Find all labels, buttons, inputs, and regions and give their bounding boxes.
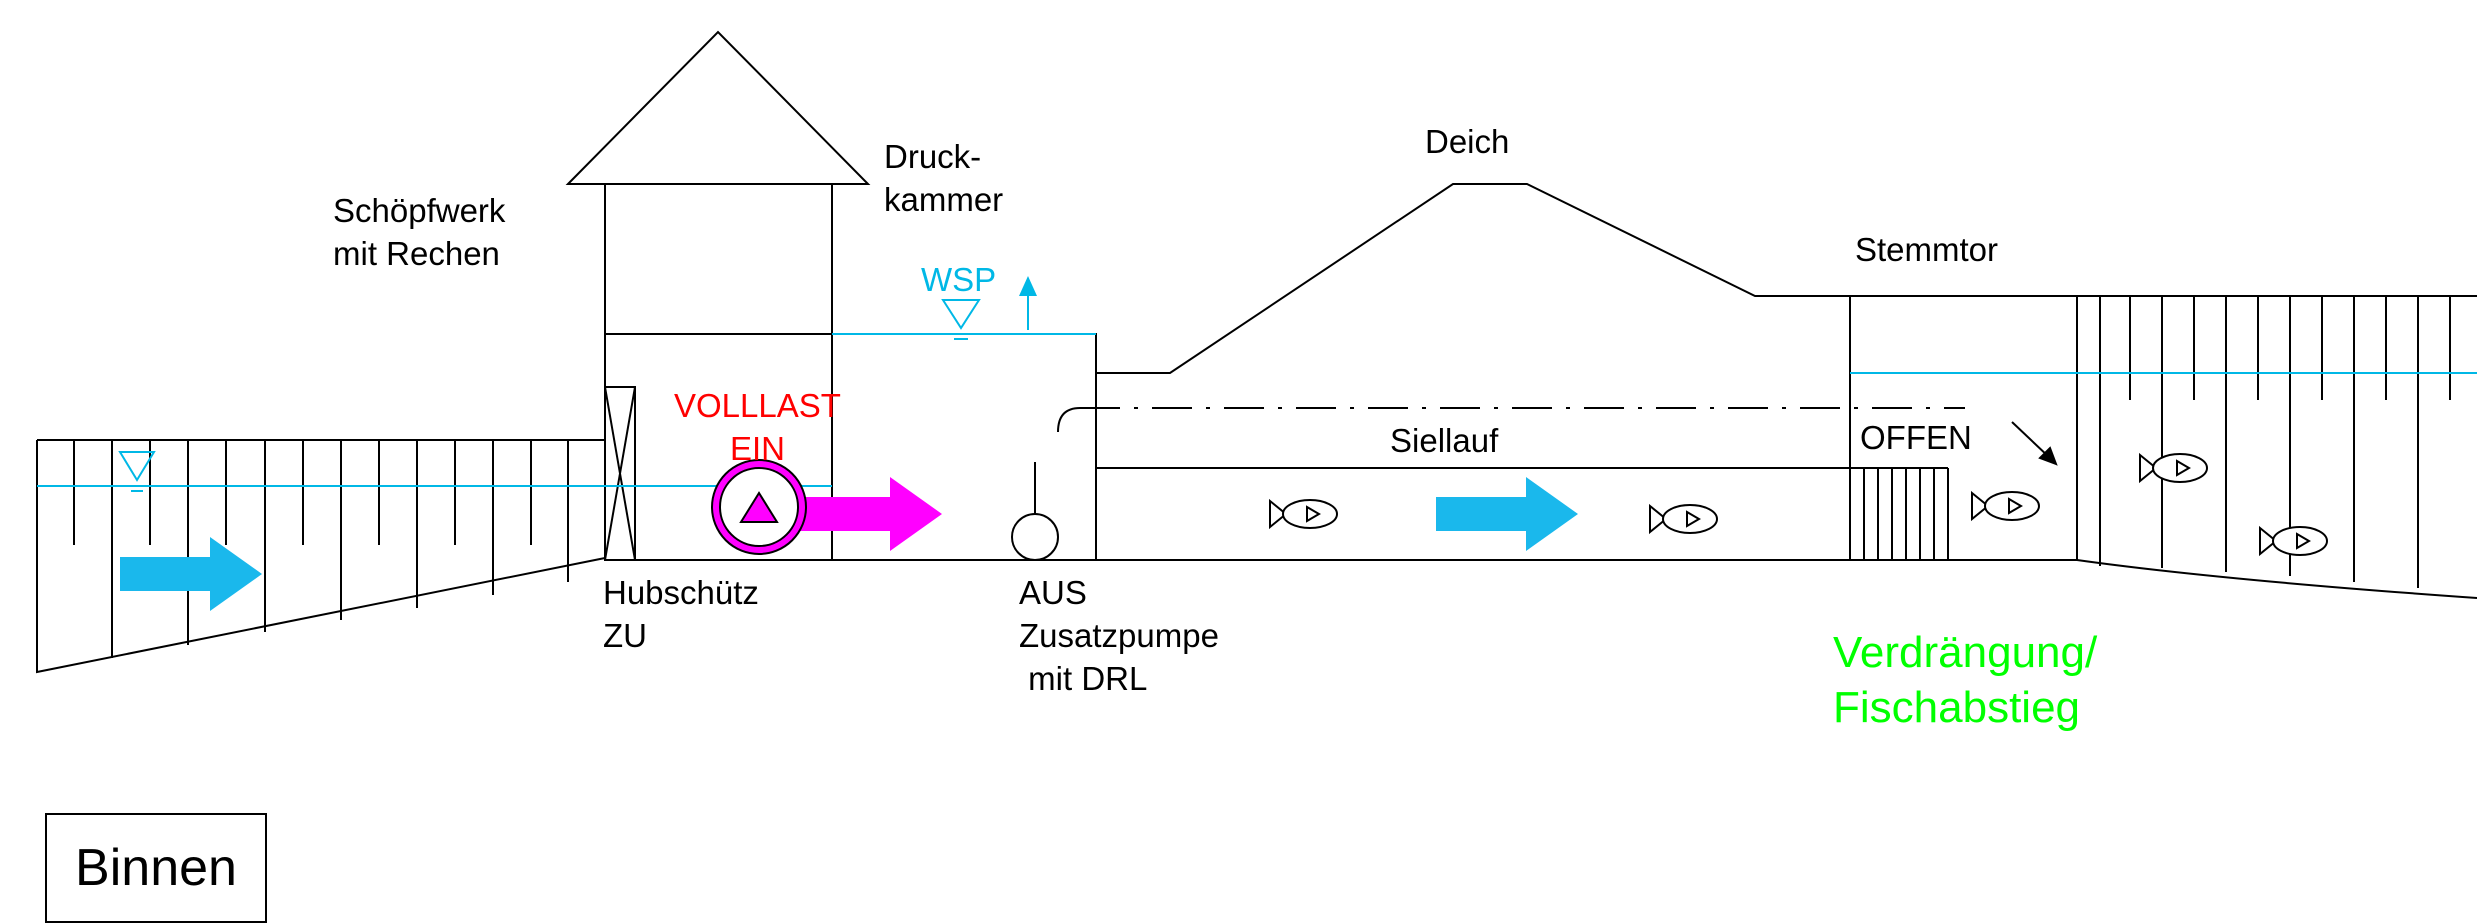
label-verdraengung: Verdrängung/ Fischabstieg: [1833, 628, 2098, 732]
label-zusatzpumpe: AUS Zusatzpumpe mit DRL: [1019, 574, 1219, 697]
flow-arrow-icon: [1436, 477, 1578, 551]
label-wsp: WSP: [921, 261, 997, 298]
pump-house: [604, 183, 833, 561]
water-level-icon: [118, 451, 156, 482]
fish-icon: [1971, 490, 2040, 522]
pump-flow-arrow-icon: [790, 477, 942, 551]
label-binnen: Binnen: [45, 813, 267, 923]
inland-channel: [36, 440, 606, 674]
label-volllast: VOLLLAST EIN: [674, 387, 841, 467]
label-druckkammer: Druck- kammer: [884, 138, 1004, 218]
rising-arrow-icon: [1019, 276, 1037, 296]
inland-ticks: [73, 440, 569, 658]
stemmtor-gate: [1850, 467, 1949, 560]
label-siellauf: Siellauf: [1390, 422, 1499, 459]
house-roof: [565, 30, 871, 185]
fish-icon: [2139, 452, 2208, 484]
dike: [1096, 183, 1850, 374]
outer-ticks: [2099, 296, 2451, 588]
label-offen: OFFEN: [1860, 419, 1972, 456]
gate-icon: [604, 386, 636, 561]
seabed: [2076, 559, 2477, 599]
label-deich: Deich: [1425, 123, 1510, 160]
label-stemmtor: Stemmtor: [1855, 231, 1999, 268]
fish-icon: [1269, 498, 1338, 530]
flow-arrow-icon: [120, 537, 262, 611]
fish-icon: [1649, 503, 1718, 535]
pump-icon: [711, 459, 807, 555]
label-hubschuetz: Hubschütz ZU: [603, 574, 759, 654]
auxiliary-pump: [1011, 513, 1059, 561]
water-level-icon: [941, 299, 981, 330]
fish-icon: [2259, 525, 2328, 557]
label-schoepfwerk: Schöpfwerk mit Rechen: [333, 192, 506, 272]
